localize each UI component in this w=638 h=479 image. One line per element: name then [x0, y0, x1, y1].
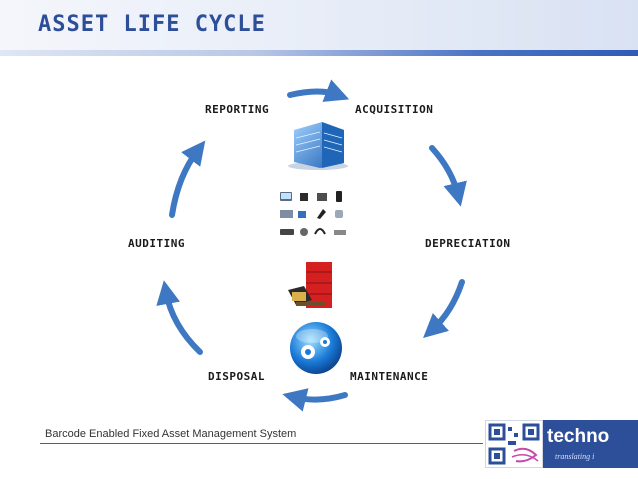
- logo-panel: [543, 420, 638, 468]
- stage-label-auditing: Auditing: [128, 237, 185, 250]
- stage-label-acquisition: Acquisition: [355, 103, 434, 116]
- title-accent-bar: [0, 50, 638, 56]
- footer-divider: [40, 443, 483, 444]
- stage-label-maintenance: Maintenance: [350, 370, 429, 383]
- qr-code-icon: [485, 420, 543, 468]
- stage-label-reporting: Reporting: [205, 103, 270, 116]
- office-building-icon: [288, 122, 348, 170]
- arrow-disposal-to-auditing: [156, 280, 203, 355]
- arrow-maintenance-to-disposal: [282, 388, 348, 412]
- logo-tagline: translating i: [555, 452, 595, 461]
- stage-label-disposal: Disposal: [208, 370, 265, 383]
- arrow-reporting-to-acquisition: [287, 79, 350, 102]
- arrow-depreciation-to-maintenance: [423, 279, 465, 339]
- footer-caption: Barcode Enabled Fixed Asset Management S…: [45, 428, 297, 440]
- arrow-auditing-to-reporting: [169, 140, 206, 218]
- gears-icon: [290, 322, 342, 374]
- arrow-acquisition-to-depreciation: [429, 145, 467, 207]
- office-furniture-icon: [288, 262, 332, 308]
- title-band: [0, 0, 638, 54]
- slide-title: Asset Life Cycle: [38, 12, 266, 37]
- devices-grid-icon: [280, 191, 346, 236]
- logo-wordmark: techno: [547, 426, 610, 447]
- company-logo: techno translating i: [485, 420, 638, 468]
- stage-label-depreciation: Depreciation: [425, 237, 511, 250]
